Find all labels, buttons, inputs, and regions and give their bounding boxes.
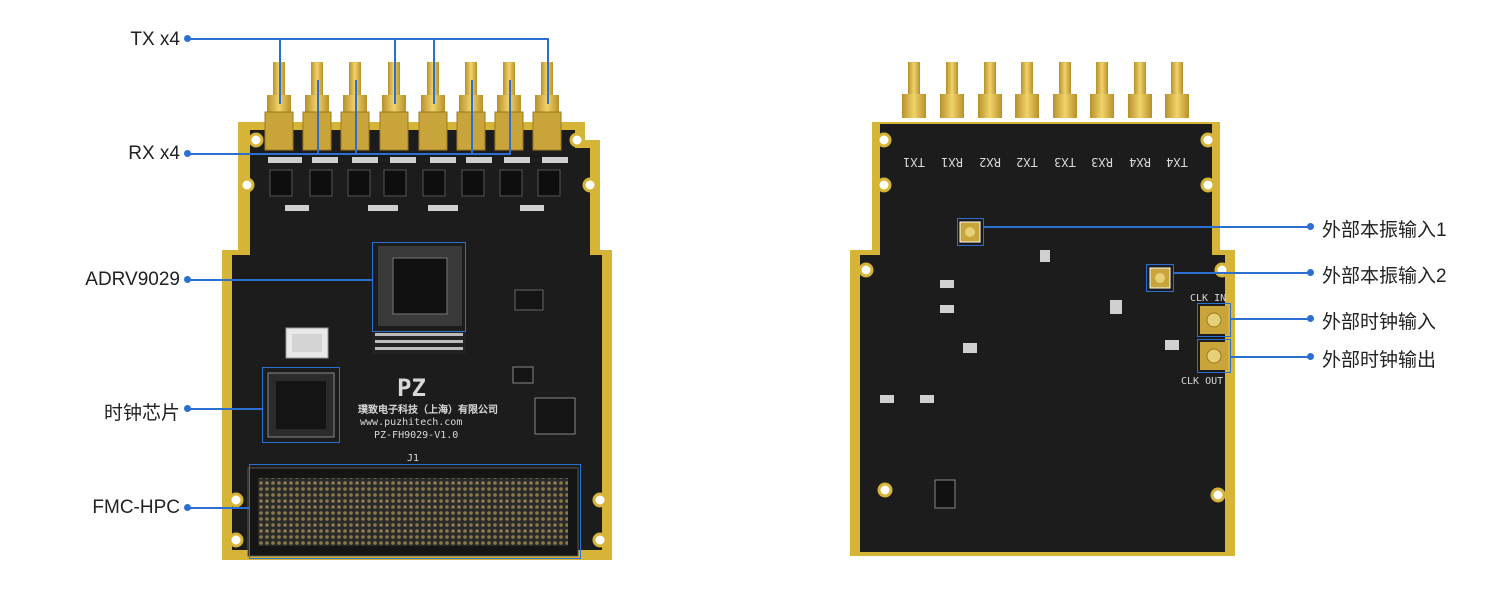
leader-line: [187, 153, 511, 155]
label-fmc-hpc: FMC-HPC: [92, 497, 180, 518]
port-label: RX4: [1129, 155, 1151, 169]
leader-line: [1231, 318, 1310, 320]
clk-out-highlight: [1197, 339, 1231, 373]
sma-connectors-back: [902, 62, 1189, 118]
leader-line: [187, 38, 549, 40]
leader-line: [394, 38, 396, 104]
fmc-highlight: [249, 464, 581, 559]
clk-in-silk: CLK IN: [1190, 293, 1226, 304]
port-label: TX3: [1054, 155, 1076, 169]
leader-line: [1231, 356, 1310, 358]
label-ext-lo-2: 外部本振输入2: [1322, 266, 1447, 287]
leader-line: [187, 507, 249, 509]
label-rx: RX x4: [128, 143, 180, 164]
port-label: TX1: [903, 155, 925, 169]
url-silk: www.puzhitech.com: [360, 417, 462, 428]
clock-chip-highlight: [262, 367, 340, 443]
leader-dot: [1307, 223, 1314, 230]
clk-out-silk: CLK OUT: [1181, 376, 1223, 387]
leader-dot: [1307, 269, 1314, 276]
back-port-labels: TX1 RX1 RX2 TX2 TX3 RX3 RX4 TX4: [903, 155, 1188, 169]
leader-line: [279, 38, 281, 104]
leader-line: [187, 408, 262, 410]
label-ext-clk-out: 外部时钟输出: [1322, 350, 1437, 371]
company-silk: 璞致电子科技（上海）有限公司: [358, 403, 498, 416]
label-clock-chip: 时钟芯片: [103, 403, 180, 424]
leader-line: [509, 80, 511, 153]
port-label: RX1: [941, 155, 963, 169]
model-silk: PZ-FH9029-V1.0: [374, 430, 458, 441]
front-board: [222, 62, 612, 560]
leader-line: [1174, 272, 1310, 274]
lo1-highlight: [957, 218, 984, 246]
leader-line: [355, 80, 357, 153]
leader-line: [187, 279, 372, 281]
clk-in-highlight: [1197, 303, 1231, 337]
pz-logo: PZ: [397, 374, 426, 402]
port-label: TX2: [1016, 155, 1038, 169]
leader-line: [984, 226, 1310, 228]
leader-dot: [1307, 315, 1314, 322]
leader-line: [433, 38, 435, 104]
j1-silk: J1: [407, 453, 419, 464]
leader-line: [547, 38, 549, 104]
label-ext-lo-1: 外部本振输入1: [1322, 220, 1447, 241]
label-adrv9029: ADRV9029: [85, 269, 180, 290]
label-tx: TX x4: [130, 29, 180, 50]
port-label: TX4: [1166, 155, 1188, 169]
leader-dot: [1307, 353, 1314, 360]
leader-line: [471, 80, 473, 153]
lo2-highlight: [1146, 264, 1174, 292]
adrv9029-highlight: [372, 242, 466, 332]
back-board: [850, 62, 1235, 556]
port-label: RX3: [1091, 155, 1113, 169]
label-ext-clk-in: 外部时钟输入: [1322, 312, 1437, 333]
leader-line: [317, 80, 319, 153]
port-label: RX2: [979, 155, 1001, 169]
